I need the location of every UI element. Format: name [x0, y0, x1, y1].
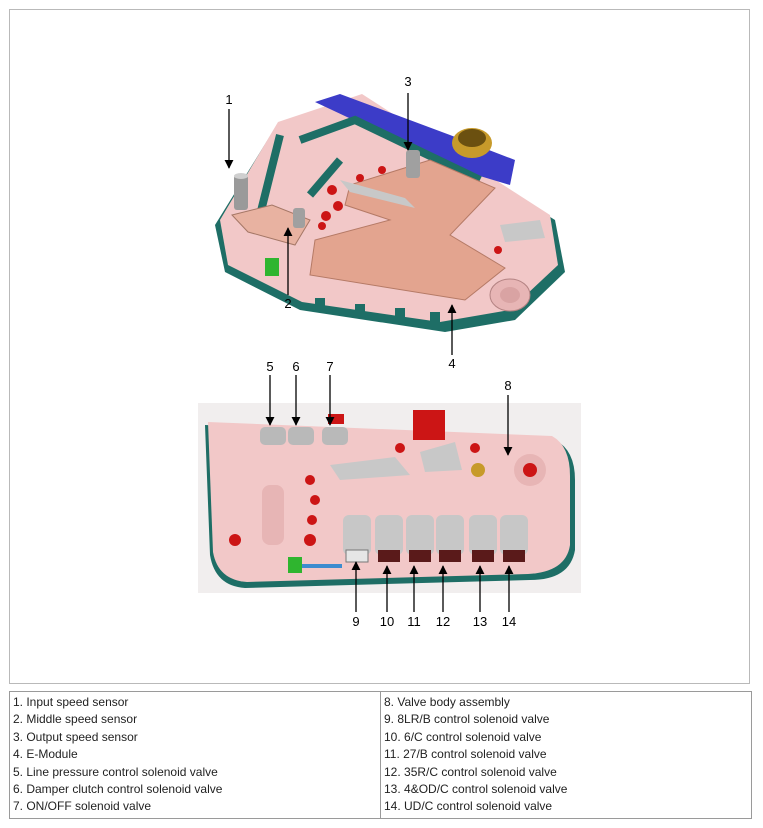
callout-13: 13 — [473, 614, 487, 629]
legend-item: 1. Input speed sensor — [13, 695, 129, 709]
top-view — [215, 94, 565, 332]
valve-body-diagram: 1 2 3 4 5 6 7 8 9 10 11 12 13 14 — [198, 74, 581, 629]
callout-4: 4 — [448, 356, 455, 371]
solenoid-27-b — [406, 515, 434, 562]
green-connector — [265, 258, 279, 276]
legend-item: 4. E-Module — [13, 747, 78, 762]
solenoid-ud-c — [500, 515, 528, 562]
bottom-green-connector — [288, 557, 302, 573]
legend-item: 6. Damper clutch control solenoid valve — [13, 781, 223, 796]
callout-7: 7 — [326, 359, 333, 374]
figure-frame: 1 2 3 4 5 6 7 8 9 10 11 12 13 14 — [9, 9, 750, 684]
callout-5: 5 — [266, 359, 273, 374]
module-frame — [256, 115, 482, 216]
solenoid-35r-c — [436, 515, 464, 562]
legend-item: 9. 8LR/B control solenoid valve — [384, 712, 550, 727]
legend-item: 13. 4&OD/C control solenoid valve — [384, 781, 568, 796]
callout-10: 10 — [380, 614, 394, 629]
callout-labels: 1 2 3 4 5 6 7 8 9 10 11 12 13 14 — [225, 74, 516, 629]
callout-leaders — [224, 93, 514, 612]
damper-clutch-solenoid — [288, 427, 314, 445]
callout-6: 6 — [292, 359, 299, 374]
input-speed-sensor — [234, 173, 248, 210]
legend-item: 10. 6/C control solenoid valve — [384, 729, 542, 744]
bottom-blue-pipe — [302, 564, 342, 568]
callout-8: 8 — [504, 378, 511, 393]
callout-1: 1 — [225, 92, 232, 107]
solenoid-6-c — [375, 515, 403, 562]
callout-3: 3 — [404, 74, 411, 89]
legend-right-column: 8. Valve body assembly 9. 8LR/B control … — [380, 691, 752, 819]
output-speed-sensor — [406, 150, 420, 178]
solenoid-4od-c — [469, 515, 497, 562]
solenoid-8lr-b — [343, 515, 371, 563]
e-module-plate — [309, 159, 506, 301]
legend-item: 14. UD/C control solenoid valve — [384, 799, 553, 814]
callout-12: 12 — [436, 614, 450, 629]
legend-item: 8. Valve body assembly — [384, 695, 510, 709]
legend-item: 2. Middle speed sensor — [13, 712, 138, 727]
callout-2: 2 — [284, 296, 291, 311]
left-cylinder — [262, 485, 284, 545]
bottom-bracket — [420, 442, 462, 472]
callout-14: 14 — [502, 614, 516, 629]
line-pressure-solenoid — [260, 427, 286, 445]
legend-item: 3. Output speed sensor — [13, 729, 138, 744]
legend-table: 1. Input speed sensor 2. Middle speed se… — [9, 691, 752, 819]
valve-body-assembly — [471, 454, 546, 486]
callout-11: 11 — [407, 614, 421, 629]
e-module-connector — [315, 94, 515, 185]
bottom-red-plugs — [229, 443, 480, 546]
legend-item: 11. 27/B control solenoid valve — [384, 747, 547, 762]
legend-left-column: 1. Input speed sensor 2. Middle speed se… — [9, 691, 381, 819]
top-solenoids — [260, 414, 348, 445]
solenoid-row — [343, 515, 528, 563]
legend-item: 7. ON/OFF solenoid valve — [13, 799, 152, 814]
legend-item: 5. Line pressure control solenoid valve — [13, 764, 218, 779]
legend-row: 1. Input speed sensor 2. Middle speed se… — [9, 691, 752, 819]
gold-connector — [452, 128, 492, 158]
underside-pegs — [315, 298, 440, 326]
bottom-bracket — [330, 457, 410, 480]
red-block — [413, 410, 445, 440]
callout-9: 9 — [352, 614, 359, 629]
bracket-arm — [340, 180, 415, 208]
bottom-view — [198, 403, 581, 593]
bracket-arm — [500, 220, 545, 242]
on-off-solenoid — [322, 414, 348, 445]
red-plugs — [318, 166, 502, 254]
legend-item: 12. 35R/C control solenoid valve — [384, 764, 557, 779]
middle-speed-sensor — [293, 208, 305, 228]
right-bore — [489, 278, 531, 312]
